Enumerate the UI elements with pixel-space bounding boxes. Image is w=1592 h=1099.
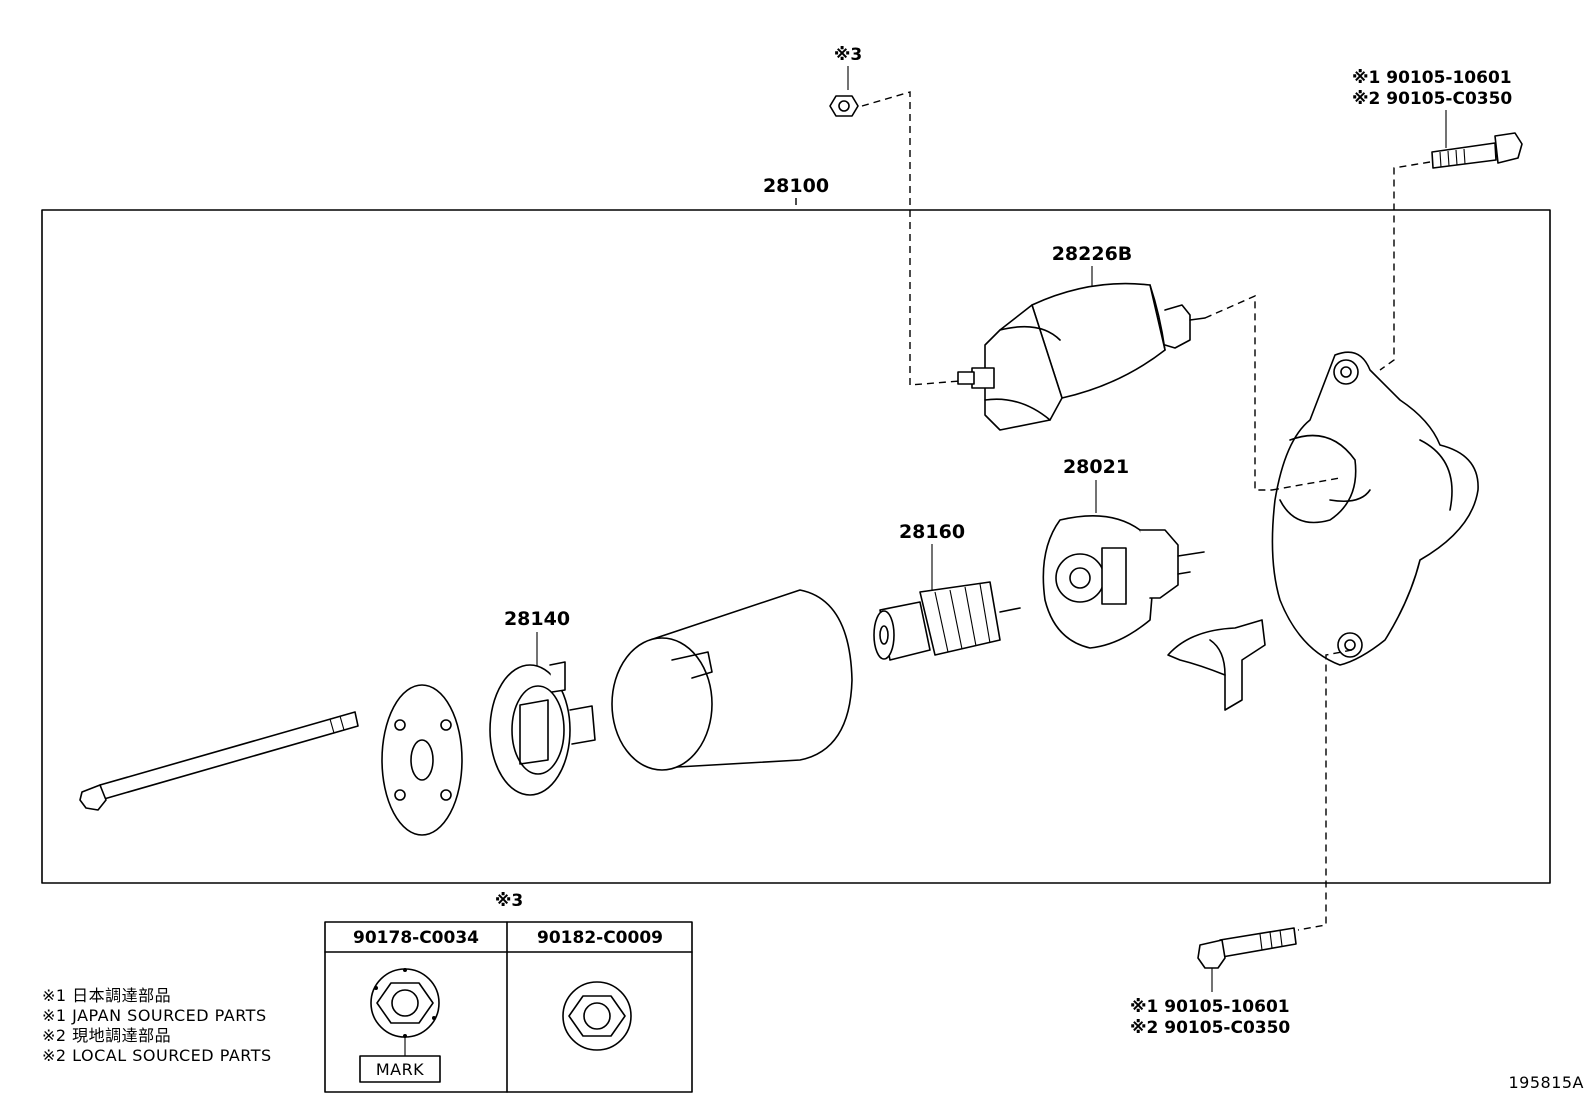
top-bolt-line1: ※1 90105-10601 [1352,68,1512,88]
bottom-bolt-line2: ※2 90105-C0350 [1130,1018,1290,1038]
shift-lever[interactable] [1167,619,1266,711]
assembly-label: 28100 [763,175,829,197]
drive-housing-assembly[interactable]: 28021 [1042,456,1205,649]
top-nut[interactable]: ※3 [829,45,862,117]
bottom-bolt-leader [1297,649,1353,931]
end-plate[interactable] [381,684,463,836]
solenoid-to-housing-leader [1204,294,1272,491]
flange-nut-icon [370,968,440,1056]
assembly-frame: 28100 [41,175,1551,884]
legend-line-2: ※1 JAPAN SOURCED PARTS [42,1006,267,1025]
legend-line-1: ※1 日本調達部品 [42,986,171,1005]
nut-to-solenoid-leader [861,91,961,386]
brush-holder-label: 28140 [504,608,570,630]
legend-line-4: ※2 LOCAL SOURCED PARTS [42,1046,272,1065]
top-nut-ref: ※3 [834,45,862,65]
bottom-bolt[interactable]: ※1 90105-10601 ※2 90105-C0350 [1130,927,1297,1038]
brush-holder[interactable]: 28140 [489,608,596,796]
top-bolt-line2: ※2 90105-C0350 [1352,89,1512,109]
nut-table-ref: ※3 [495,891,523,911]
mark-box [359,1055,441,1083]
through-bolt[interactable] [79,711,359,811]
nut-col1-header: 90178-C0034 [353,928,479,948]
solenoid-label: 28226B [1052,243,1133,265]
diagram-id: 195815A [1508,1073,1584,1092]
armature[interactable]: 28160 [873,521,1021,661]
solenoid-switch[interactable]: 28226B [957,243,1206,431]
drive-housing-label: 28021 [1063,456,1129,478]
nut-table: ※3 90178-C0034 90182-C0009 MARK [324,891,693,1093]
top-bolt-leader [1379,161,1431,371]
legend-line-3: ※2 現地調達部品 [42,1026,171,1045]
mark-label: MARK [376,1060,424,1079]
nut-col2-header: 90182-C0009 [537,928,663,948]
bottom-bolt-line1: ※1 90105-10601 [1130,997,1290,1017]
top-bolt[interactable]: ※1 90105-10601 ※2 90105-C0350 [1352,68,1523,169]
yoke-field-frame[interactable] [611,589,853,771]
drive-end-housing[interactable] [1271,351,1479,666]
hex-nut-icon [562,981,632,1051]
armature-label: 28160 [899,521,965,543]
legend: ※1 日本調達部品 ※1 JAPAN SOURCED PARTS ※2 現地調達… [42,986,272,1065]
